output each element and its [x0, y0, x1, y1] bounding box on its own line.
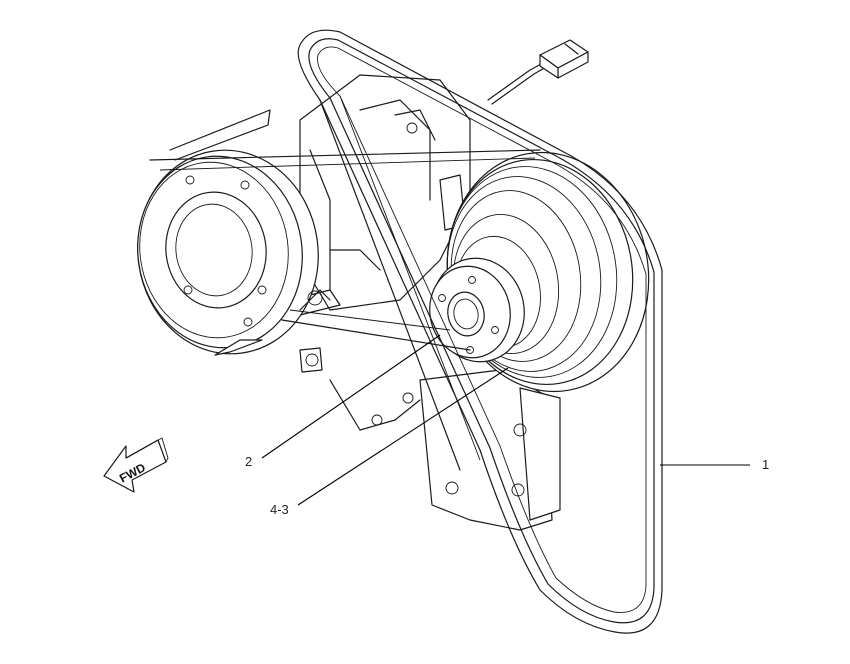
idler-pulley [137, 109, 331, 356]
leader-lines [261, 334, 750, 506]
forward-arrow-icon: FWD [103, 437, 169, 493]
callout-4-3: 4-3 [270, 502, 289, 517]
sensor-connector [487, 39, 589, 105]
leader-pulley [261, 334, 441, 459]
callout-2: 2 [245, 454, 252, 469]
drive-belt [149, 29, 663, 634]
mounting-bracket [329, 369, 561, 531]
callout-1: 1 [762, 457, 769, 472]
pulley-hub [429, 257, 525, 363]
leader-hub [297, 367, 509, 506]
